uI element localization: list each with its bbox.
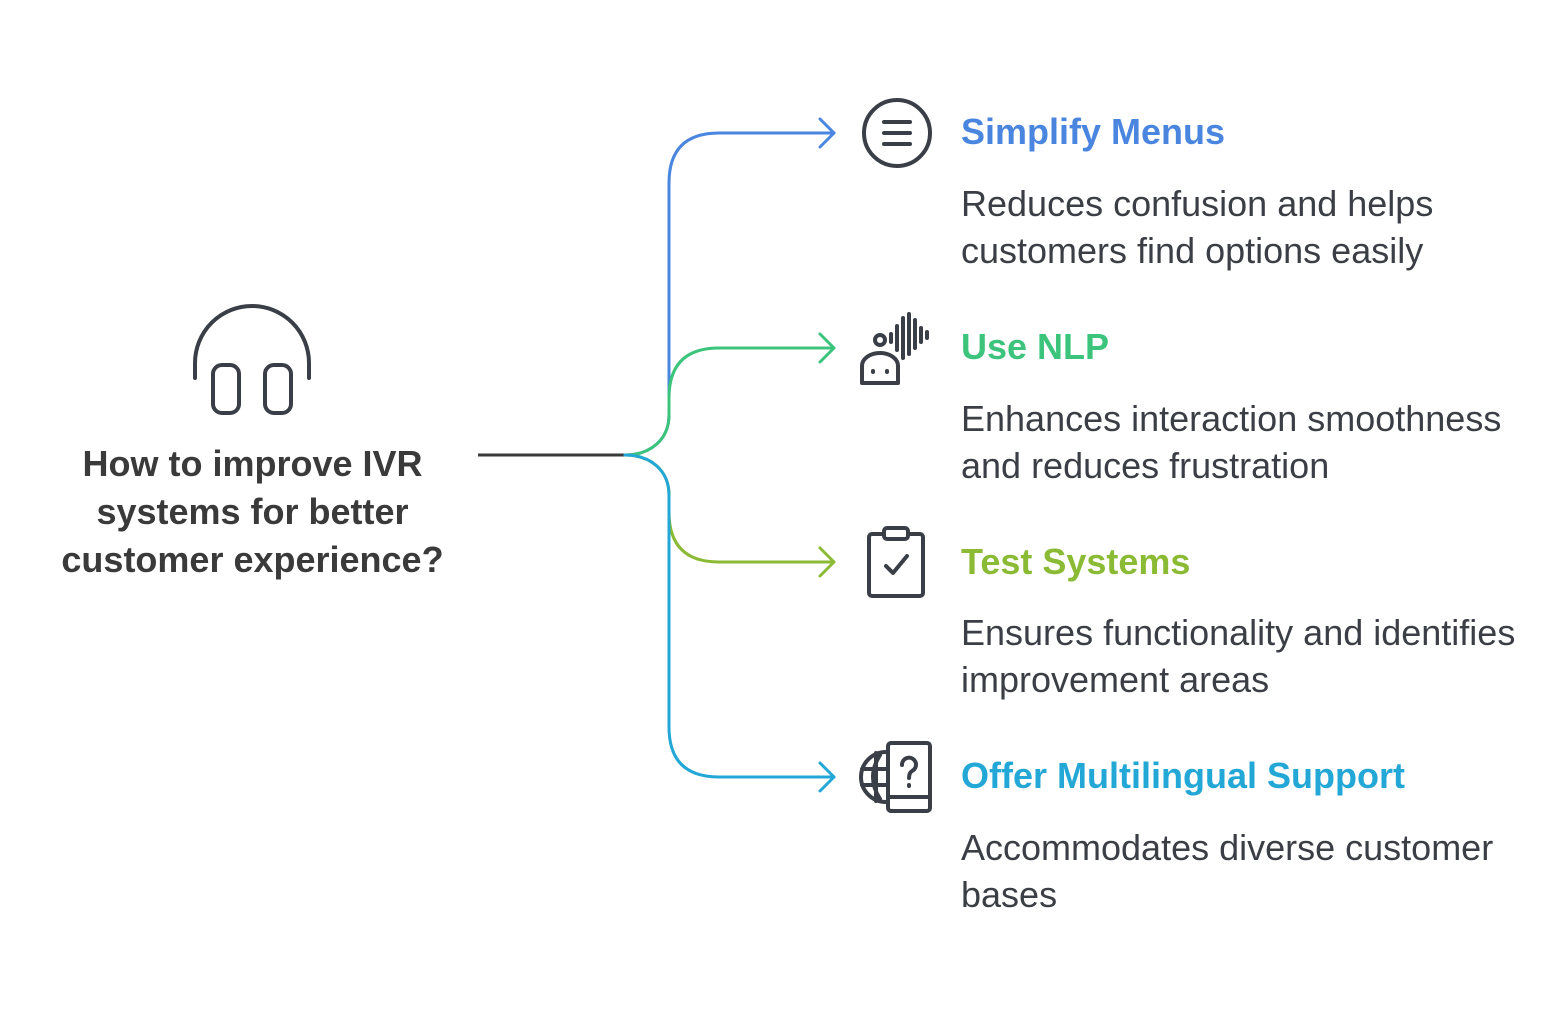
globe-phone-question-icon — [859, 741, 932, 813]
arrow-multilingual-support — [818, 761, 836, 793]
voice-robot-icon — [860, 312, 929, 385]
root-question: How to improve IVR systems for better cu… — [61, 443, 444, 580]
item-title-use-nlp: Use NLP — [961, 326, 1110, 367]
branch-line-test-systems — [623, 453, 836, 564]
item-title-test-systems: Test Systems — [961, 541, 1191, 582]
branch-line-simplify-menus — [623, 131, 836, 457]
item-description-use-nlp: Enhances interaction smoothness and redu… — [961, 398, 1502, 486]
branch-line-use-nlp — [623, 346, 836, 457]
headphones-icon — [193, 304, 311, 415]
item-description-multilingual-support: Accommodates diverse customer bases — [961, 827, 1494, 915]
item-description-simplify-menus: Reduces confusion and helps customers fi… — [961, 183, 1434, 271]
item-description-test-systems: Ensures functionality and identifies imp… — [961, 612, 1516, 700]
arrow-use-nlp — [818, 332, 836, 364]
item-title-multilingual-support: Offer Multilingual Support — [961, 755, 1405, 796]
arrow-simplify-menus — [818, 117, 836, 149]
menu-list-icon — [862, 98, 932, 168]
clipboard-check-icon — [867, 526, 925, 598]
arrow-test-systems — [818, 546, 836, 578]
branch-line-multilingual-support — [623, 453, 836, 779]
item-title-simplify-menus: Simplify Menus — [961, 111, 1226, 152]
